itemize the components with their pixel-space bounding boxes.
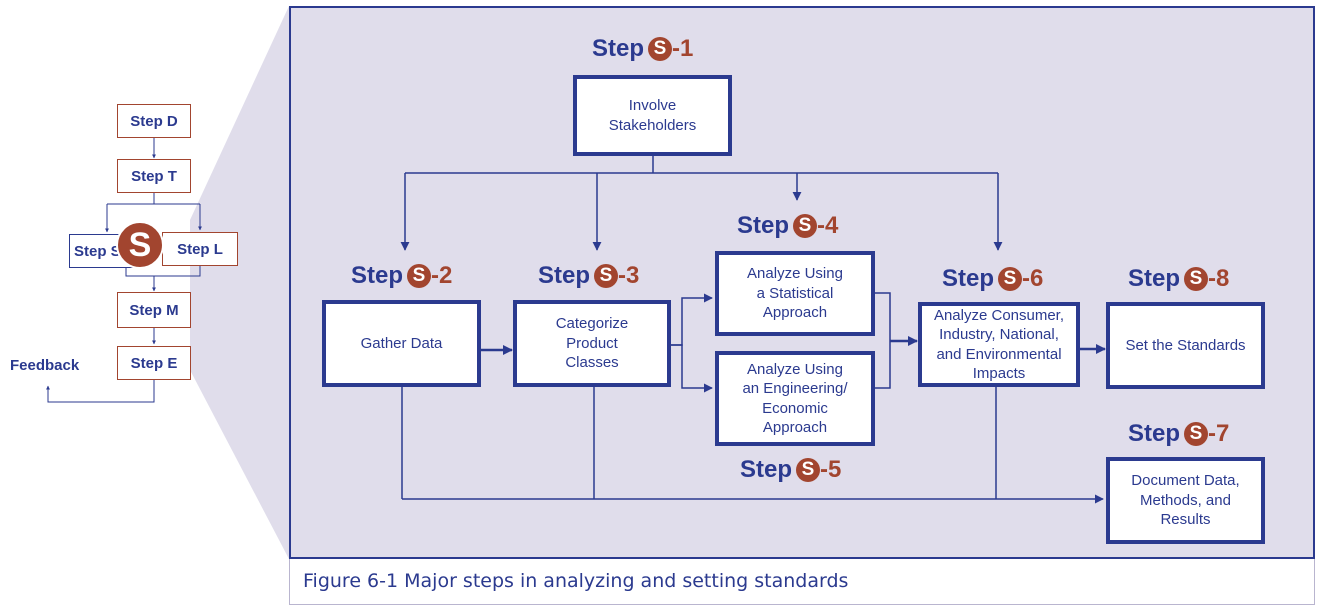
s-badge: S bbox=[793, 214, 818, 238]
big-s-badge: S bbox=[116, 221, 164, 269]
box-text: Analyze Consumer, Industry, National, an… bbox=[933, 306, 1065, 383]
box-text: Analyze Using an Engineering/ Economic A… bbox=[742, 360, 848, 437]
s-badge: S bbox=[407, 264, 432, 288]
step-number: -1 bbox=[672, 35, 694, 62]
step-word: Step bbox=[592, 35, 645, 62]
mini-feedback-label: Feedback bbox=[10, 357, 80, 374]
step-word: Step bbox=[351, 262, 404, 289]
mini-step-d: Step D bbox=[117, 104, 191, 138]
box-text: Gather Data bbox=[360, 334, 443, 352]
step-word: Step bbox=[737, 212, 790, 239]
engineering-economic-approach-box: Analyze Using an Engineering/ Economic A… bbox=[715, 351, 875, 446]
set-standards-box: Set the Standards bbox=[1106, 302, 1265, 389]
step-number: -2 bbox=[431, 262, 453, 289]
step-number: -3 bbox=[618, 262, 640, 289]
step-number: -4 bbox=[817, 212, 839, 239]
box-text: Categorize Product Classes bbox=[555, 315, 629, 372]
statistical-approach-box: Analyze Using a Statistical Approach bbox=[715, 251, 875, 336]
mini-step-t: Step T bbox=[117, 159, 191, 193]
categorize-product-classes-box: Categorize Product Classes bbox=[513, 300, 671, 387]
caption-bar bbox=[289, 559, 1315, 605]
box-text: Analyze Using a Statistical Approach bbox=[747, 265, 843, 322]
consumer-impacts-box: Analyze Consumer, Industry, National, an… bbox=[918, 302, 1080, 387]
s-badge: S bbox=[1184, 267, 1209, 291]
box-text: Document Data, Methods, and Results bbox=[1131, 472, 1240, 529]
gather-data-box: Gather Data bbox=[322, 300, 481, 387]
step-word: Step bbox=[1128, 420, 1181, 447]
step-word: Step bbox=[942, 265, 995, 292]
step-number: -7 bbox=[1208, 420, 1230, 447]
step-word: Step bbox=[740, 456, 793, 483]
step-number: -5 bbox=[820, 456, 842, 483]
step-number: -8 bbox=[1208, 265, 1230, 292]
figure-caption: Figure 6-1 Major steps in analyzing and … bbox=[303, 570, 849, 592]
mini-step-m: Step M bbox=[117, 292, 191, 328]
s-badge: S bbox=[1184, 422, 1209, 446]
s-badge: S bbox=[648, 37, 673, 61]
document-results-box: Document Data, Methods, and Results bbox=[1106, 457, 1265, 544]
step-word: Step bbox=[538, 262, 591, 289]
zoom-wedge bbox=[190, 6, 289, 559]
step-word: Step bbox=[1128, 265, 1181, 292]
box-text: Set the Standards bbox=[1125, 336, 1246, 354]
mini-step-l: Step L bbox=[162, 232, 238, 266]
s-badge: S bbox=[594, 264, 619, 288]
step-number: -6 bbox=[1022, 265, 1044, 292]
involve-stakeholders-box: Involve Stakeholders bbox=[573, 75, 732, 156]
s-badge: S bbox=[796, 458, 821, 482]
s-badge: S bbox=[998, 267, 1023, 291]
mini-step-e: Step E bbox=[117, 346, 191, 380]
box-text: Involve Stakeholders bbox=[608, 97, 697, 134]
